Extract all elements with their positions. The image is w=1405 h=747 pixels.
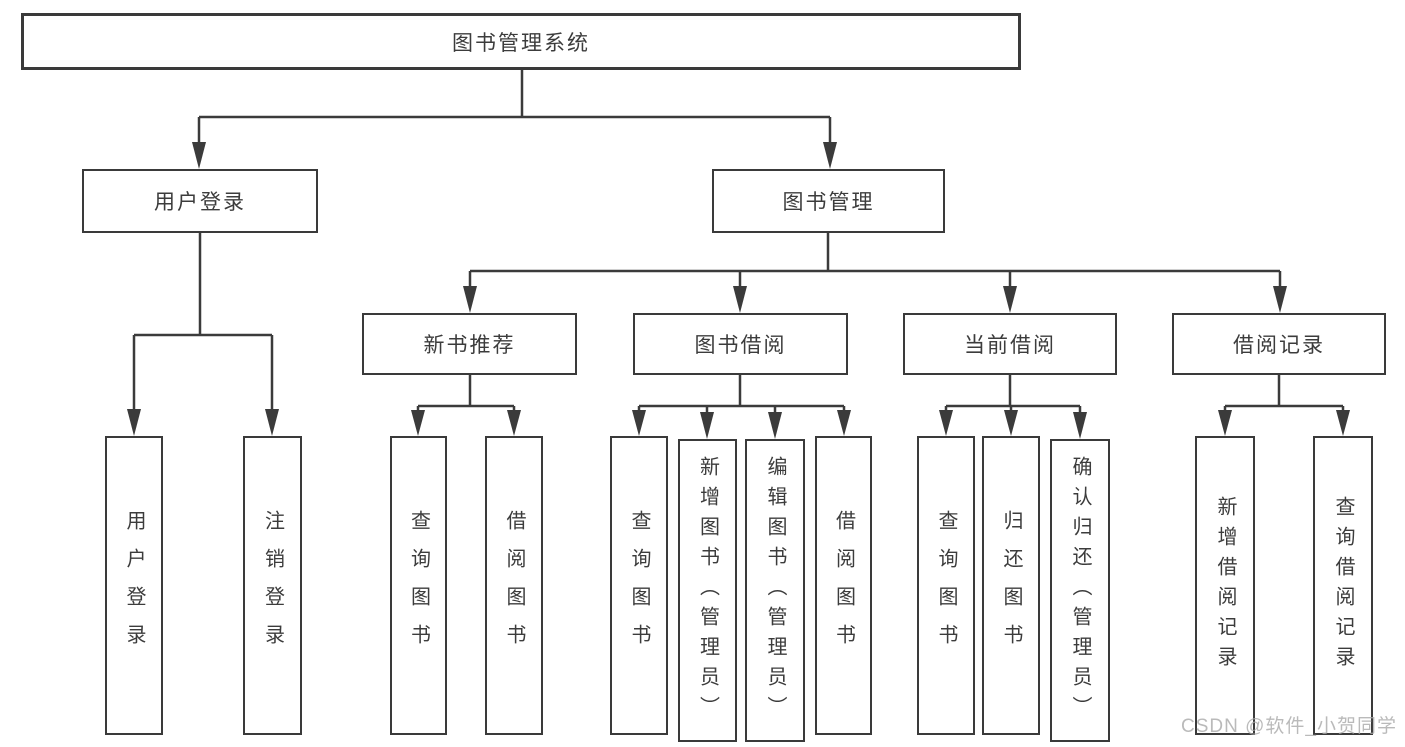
node-new-book-recommend: 新书推荐: [362, 313, 577, 375]
connector-current-borrow-to-leaves: [939, 375, 1087, 439]
node-user-login: 用户登录: [82, 169, 318, 233]
csdn-watermark: CSDN @软件_小贺同学: [1181, 716, 1397, 737]
leaf-label: 借阅图书: [832, 509, 855, 662]
node-root-library-system: 图书管理系统: [21, 13, 1021, 70]
leaf-label: 新增借阅记录: [1214, 495, 1236, 676]
leaf-add-books-admin: 新增图书（管理员）: [678, 439, 737, 742]
leaf-query-books-borrow: 查询图书: [610, 436, 668, 735]
leaf-edit-books-admin: 编辑图书（管理员）: [745, 439, 805, 742]
leaf-label: 查询图书: [628, 509, 650, 662]
leaf-label: 查询图书: [407, 509, 430, 662]
connector-borrow-records-to-leaves: [1218, 375, 1350, 436]
leaf-borrow-books: 借阅图书: [815, 436, 872, 735]
leaf-query-books-recommend: 查询图书: [390, 436, 447, 735]
leaf-label: 查询借阅记录: [1332, 495, 1354, 676]
connector-book-borrow-to-leaves: [632, 375, 851, 439]
connector-root-to-level2: [192, 70, 837, 169]
leaf-label: 借阅图书: [503, 509, 525, 662]
leaf-label: 确认归还（管理员）: [1069, 455, 1091, 726]
leaf-label: 注销登录: [261, 509, 284, 662]
leaf-borrow-books-recommend: 借阅图书: [485, 436, 543, 735]
connector-new-book-recommend-to-leaves: [411, 375, 521, 436]
leaf-query-books-current: 查询图书: [917, 436, 975, 735]
leaf-add-borrow-record: 新增借阅记录: [1195, 436, 1255, 735]
leaf-logout: 注销登录: [243, 436, 302, 735]
node-current-borrow: 当前借阅: [903, 313, 1117, 375]
connector-user-login-to-leaves: [127, 233, 279, 436]
leaf-return-books: 归还图书: [982, 436, 1040, 735]
connector-book-management-to-level3: [463, 233, 1287, 313]
leaf-label: 编辑图书（管理员）: [764, 455, 786, 726]
leaf-label: 查询图书: [935, 509, 957, 662]
node-book-management: 图书管理: [712, 169, 945, 233]
leaf-label: 用户登录: [123, 509, 145, 662]
leaf-query-borrow-record: 查询借阅记录: [1313, 436, 1373, 735]
node-borrow-records: 借阅记录: [1172, 313, 1386, 375]
leaf-label: 归还图书: [1000, 509, 1022, 662]
leaf-label: 新增图书（管理员）: [696, 455, 719, 726]
node-book-borrow: 图书借阅: [633, 313, 848, 375]
leaf-confirm-return-admin: 确认归还（管理员）: [1050, 439, 1110, 742]
leaf-user-login: 用户登录: [105, 436, 163, 735]
